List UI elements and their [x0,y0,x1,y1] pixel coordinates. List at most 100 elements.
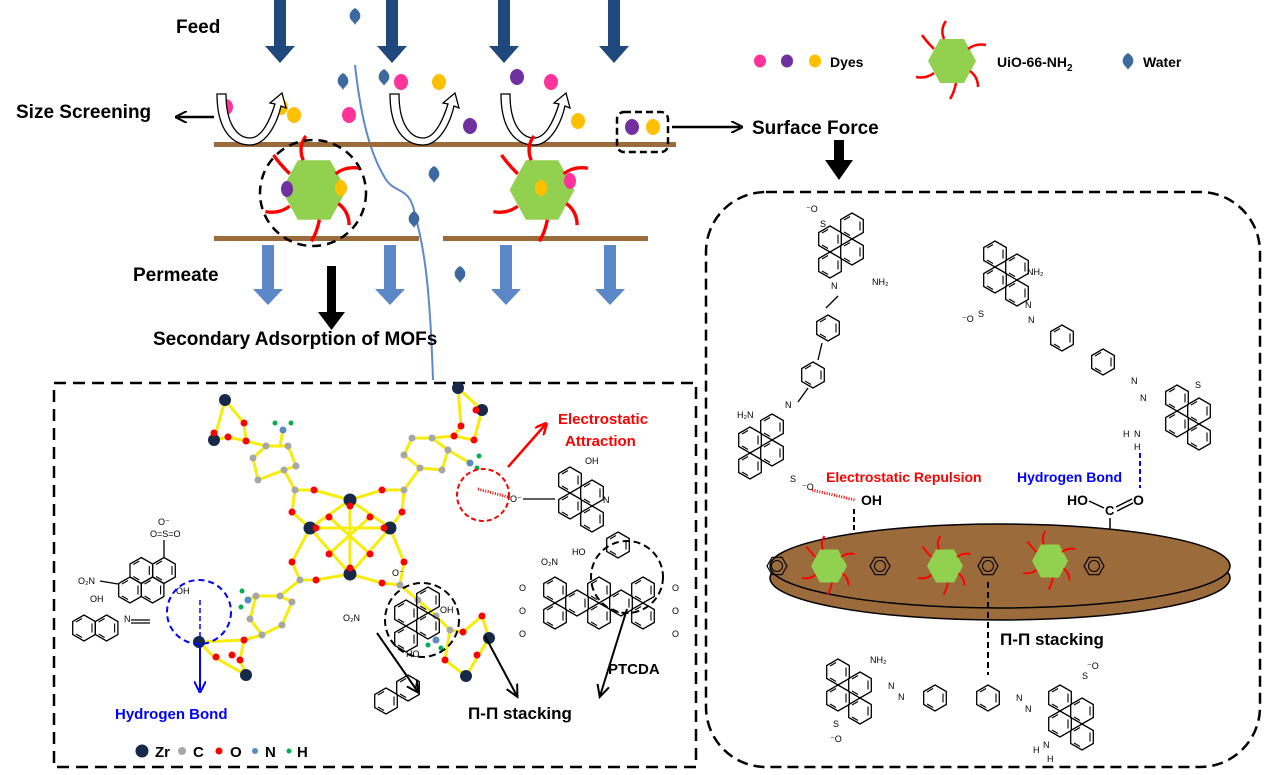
oxygen-atom [325,550,333,558]
permeate-arrows [253,245,625,305]
atom-legend-o: O [230,744,242,761]
surface-force-label: Surface Force [752,118,879,139]
oxygen-atom [312,576,320,584]
feed-arrow [599,0,629,63]
dye-molecule-vertical: S ⁻O NH₂ N N H₂N S ⁻O [737,204,889,492]
legend-dyes-label: Dyes [830,54,864,70]
svg-text:H: H [1033,745,1040,755]
svg-text:⁻O: ⁻O [802,482,814,492]
carbon-atom [252,592,260,600]
carbon-atom [444,446,452,454]
carbon-atom [278,621,286,629]
carbon-atom [284,442,292,450]
hydrogen-atom [438,645,444,651]
svg-text:N: N [124,614,131,624]
hydrogen-bond-label-right: Hydrogen Bond [1017,469,1122,485]
feed-arrow [489,0,519,63]
legend-dye-yellow [809,54,821,68]
svg-text:N: N [1016,693,1023,703]
atom-legend-h: H [297,744,308,761]
feed-label: Feed [176,17,220,38]
uio-framework [195,384,491,679]
electrostatic-repulsion-label: Electrostatic Repulsion [826,469,982,485]
oxygen-atom [312,524,320,532]
svg-text:N: N [1140,393,1147,403]
carbon-atom [249,454,257,462]
svg-text:O: O [672,583,679,593]
carbon-atom [432,612,440,620]
dye-molecule-left: O=S=O O⁻ O₂N OH N OH [72,517,190,642]
dye-molecule-upper-right: O⁻ OH N O₂N HO [510,456,630,567]
oxygen-atom [380,524,388,532]
svg-text:N: N [1043,740,1050,750]
zr-atom [219,394,231,406]
pi-stacking-label-right: Π-Π stacking [1000,630,1104,649]
oxygen-atom [346,564,354,572]
zr-atom [383,521,397,535]
svg-text:N: N [1025,300,1032,310]
oxygen-atom [398,508,406,516]
svg-text:N: N [831,281,838,291]
atom-legend-n: N [265,744,276,761]
svg-text:O: O [519,629,526,639]
svg-text:N: N [1134,429,1141,439]
pi-stacking-label-left: Π-Π stacking [468,704,572,723]
svg-text:OH: OH [176,586,190,596]
carbon-atom [400,451,408,459]
zr-atom [460,670,472,682]
hydrogen-atom [272,420,278,426]
svg-text:⁻O: ⁻O [830,734,842,744]
oxygen-atom [366,513,374,521]
oxygen-atom [457,422,465,430]
zr-atom [476,404,488,416]
atom-legend-zr: Zr [155,744,170,761]
oxygen-atom [212,653,220,661]
hydrogen-atom [238,604,244,610]
surface-force-down-arrow [825,160,853,180]
ptcda-label: PTCDA [608,661,660,678]
carbon-atom [291,486,299,494]
oxygen-atom [228,651,236,659]
svg-text:OH: OH [440,605,454,615]
oxygen-atom [400,558,408,566]
svg-text:N: N [888,681,895,691]
electrostatic-attraction-label-1: Electrostatic [558,411,648,428]
membrane-top-layer [214,142,676,147]
nitrogen-atom [244,596,252,604]
carbon-atom [396,581,404,589]
hydrogen-atom [239,588,245,594]
svg-text:NH₂: NH₂ [870,655,887,665]
oxygen-atom [366,550,374,558]
svg-text:O⁻: O⁻ [158,517,170,527]
electrostatic-attraction-label-2: Attraction [565,433,636,450]
water-flow-path [354,64,434,381]
carbon-atom [438,466,446,474]
rejection-arrows [216,91,571,146]
svg-text:NH₂: NH₂ [1027,267,1044,277]
oxygen-atom [472,406,480,414]
pi-stacking-arrow-2 [600,608,628,696]
oxygen-atom [459,628,467,636]
carboxyl-o-label: O [1133,492,1144,508]
oxygen-atom [473,651,481,659]
carbon-atom [408,434,416,442]
oxygen-atom [378,486,386,494]
hydrogen-bond-label-left: Hydrogen Bond [115,706,228,723]
oxygen-atom [346,502,354,510]
svg-text:NH₂: NH₂ [872,277,889,287]
svg-text:O₂N: O₂N [541,557,558,567]
legend-water-icon [1122,53,1134,70]
secondary-adsorption-label: Secondary Adsorption of MOFs [153,329,437,350]
zr-atom [208,434,220,446]
carbon-atom [292,462,300,470]
oxygen-atom [288,508,296,516]
carbon-atom [246,615,254,623]
svg-text:H: H [1047,754,1054,764]
dye-molecule-center: O⁻ OH O₂N HO [343,568,454,715]
adsorption-highlight-circle [258,138,368,248]
carbon-atom [254,476,262,484]
adsorption-down-arrow [318,312,345,330]
carbon-atom [416,464,424,472]
zr-atom [240,669,252,681]
svg-text:O: O [672,606,679,616]
